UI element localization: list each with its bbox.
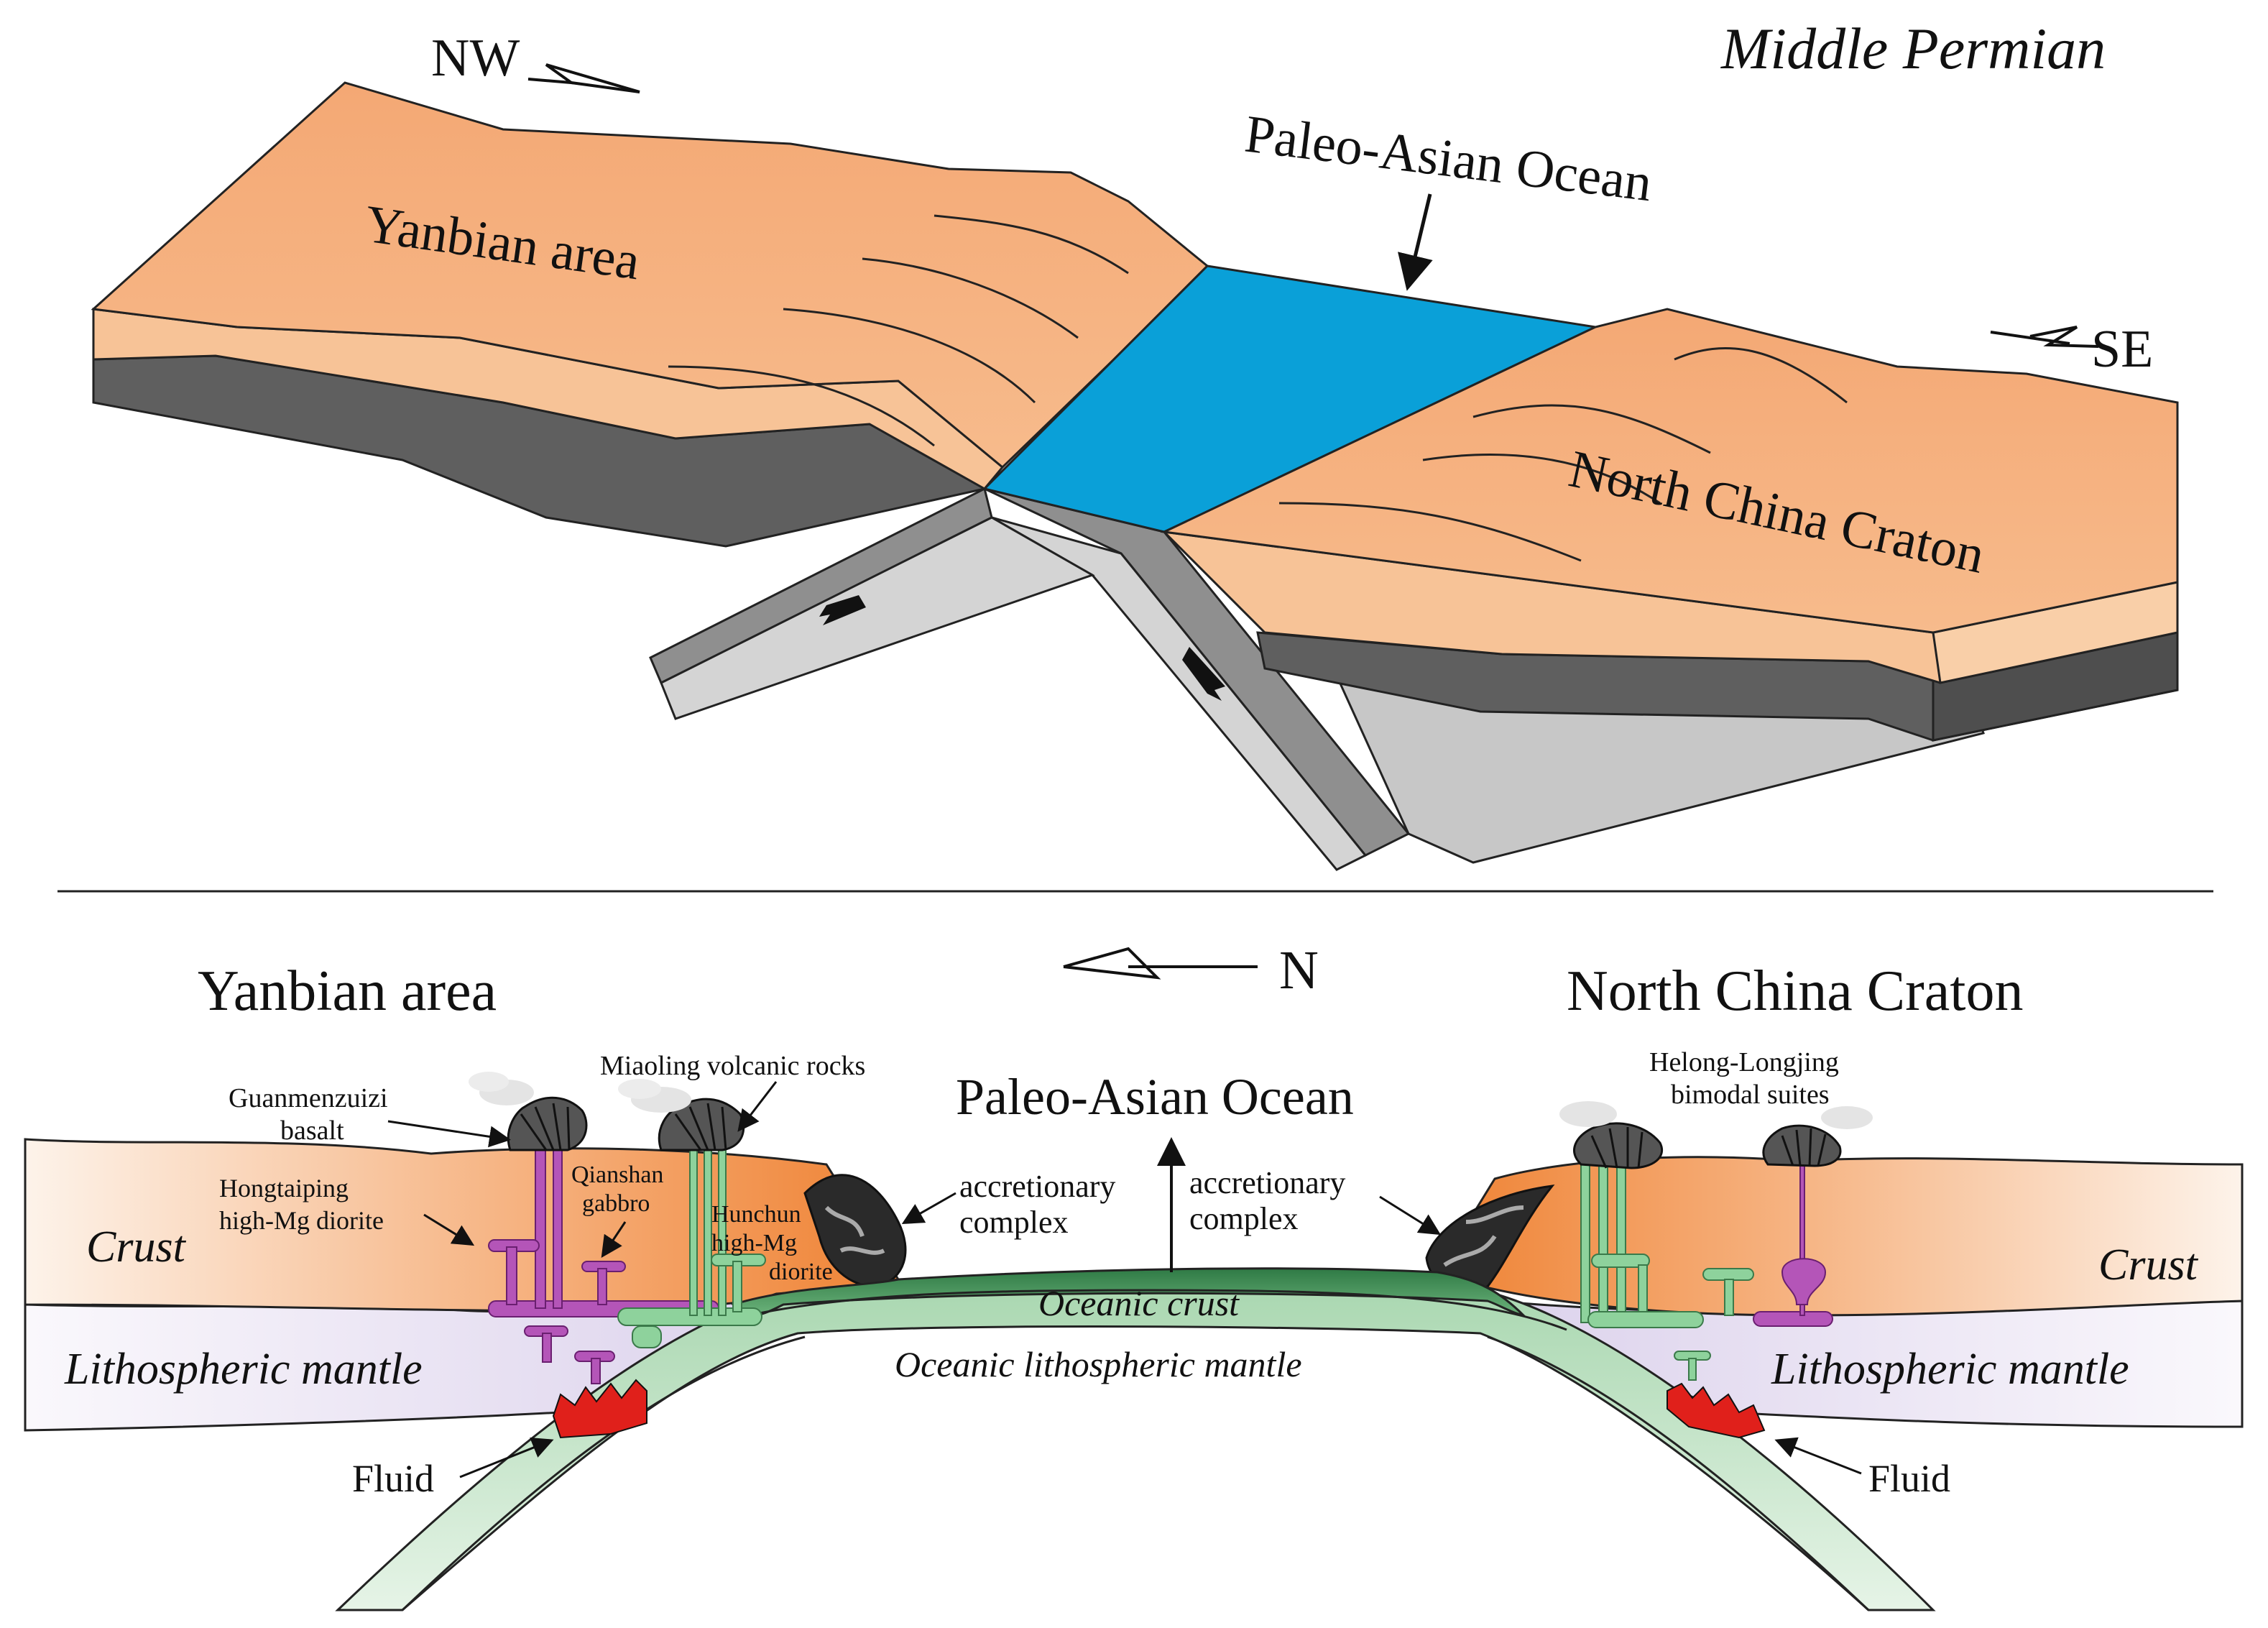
label-helong-1: Helong-Longjing — [1649, 1047, 1839, 1077]
label-hongtaiping-1: Hongtaiping — [219, 1174, 349, 1202]
accretionary-complex-left — [803, 1174, 907, 1288]
label-accretionary-right-1: accretionary — [1189, 1165, 1345, 1200]
label-hunchun-3: diorite — [769, 1259, 833, 1285]
arrow-accretionary-right — [1379, 1195, 1442, 1236]
volcano-miaoling — [618, 1079, 745, 1151]
arrow-hongtaiping — [423, 1213, 475, 1246]
label-accretionary-left-1: accretionary — [959, 1169, 1115, 1204]
label-mantle-right: Lithospheric mantle — [1771, 1345, 2129, 1394]
bottom-yanbian-title: Yanbian area — [198, 960, 497, 1023]
arrow-fluid-left — [459, 1437, 554, 1478]
slab-right-light — [991, 516, 1368, 871]
arrow-accretionary-left — [901, 1192, 956, 1224]
arrow-fluid-right — [1774, 1437, 1862, 1475]
oceanic-layer-boundary — [718, 1289, 1567, 1331]
compass-se: SE — [1990, 320, 2153, 379]
slab-arrow-right — [1182, 647, 1225, 701]
label-crust-right: Crust — [2098, 1241, 2199, 1289]
label-guanmenzuizi-1: Guanmenzuizi — [229, 1083, 388, 1113]
right-crust — [1435, 1156, 2244, 1317]
label-hongtaiping-2: high-Mg diorite — [219, 1206, 384, 1235]
label-hunchun-2: high-Mg — [711, 1230, 797, 1256]
label-qianshan-2: gabbro — [582, 1190, 650, 1217]
slab-arrow-left — [819, 595, 866, 625]
left-contours — [668, 214, 1129, 447]
right-plate-top — [1160, 308, 2179, 634]
compass-se-label: SE — [2091, 320, 2153, 379]
label-mantle-left: Lithospheric mantle — [64, 1345, 423, 1394]
right-magenta-intrusions — [1753, 1149, 1833, 1327]
bottom-cross-section: N Yanbian area North China Craton Paleo-… — [24, 940, 2244, 1611]
ocean-surface — [982, 265, 1600, 533]
top-ocean-arrow — [1398, 193, 1433, 291]
accretionary-right-texture — [1443, 1205, 1524, 1267]
left-magenta-intrusions — [488, 1149, 719, 1384]
compass-nw-label: NW — [431, 29, 520, 88]
label-accretionary-right-2: complex — [1189, 1201, 1299, 1236]
label-oceanic-crust: Oceanic crust — [1038, 1283, 1240, 1323]
right-contours — [1278, 347, 1848, 562]
oceanic-crust — [731, 1267, 1527, 1317]
period-title: Middle Permian — [1720, 16, 2106, 81]
arrow-qianshan — [601, 1221, 627, 1258]
label-fluid-right: Fluid — [1868, 1457, 1950, 1500]
bottom-ncc-title: North China Craton — [1567, 960, 2023, 1023]
label-crust-left: Crust — [86, 1223, 187, 1271]
label-helong-2: bimodal suites — [1671, 1080, 1830, 1110]
top-block-diagram: NW SE Middle Permian Yanbian area Paleo-… — [91, 16, 2179, 871]
smoke-cloud-3 — [1559, 1101, 1617, 1127]
arrow-guanmenzuizi — [387, 1120, 511, 1148]
label-guanmenzuizi-2: basalt — [280, 1116, 344, 1146]
label-hunchun-1: Hunchun — [711, 1201, 801, 1228]
label-accretionary-left-2: complex — [959, 1205, 1069, 1240]
compass-nw: NW — [431, 29, 640, 93]
fluid-zone-left — [552, 1379, 647, 1439]
left-green-intrusions — [617, 1149, 766, 1348]
arrow-miaoling — [737, 1081, 778, 1132]
slab-left-light — [660, 516, 1095, 720]
compass-n: N — [1063, 940, 1319, 1001]
label-miaoling: Miaoling volcanic rocks — [600, 1051, 865, 1081]
compass-n-label: N — [1279, 940, 1319, 1001]
smoke-cloud-4 — [1821, 1106, 1873, 1129]
volcano-helong-1 — [1559, 1101, 1663, 1169]
volcano-helong-2 — [1762, 1106, 1873, 1167]
slab-right-inner-line — [1487, 1335, 1870, 1611]
label-qianshan-1: Qianshan — [571, 1162, 663, 1188]
label-fluid-left: Fluid — [352, 1457, 434, 1500]
slab-left-inner-line — [401, 1335, 806, 1611]
fluid-zone-right — [1667, 1382, 1766, 1439]
top-ocean-label: Paleo-Asian Ocean — [1242, 104, 1655, 213]
label-oceanic-mantle: Oceanic lithospheric mantle — [895, 1344, 1302, 1384]
volcano-guanmenzuizi — [469, 1072, 588, 1151]
accretionary-left-texture — [824, 1205, 885, 1255]
bottom-ocean-label: Paleo-Asian Ocean — [956, 1068, 1354, 1126]
right-green-intrusions — [1580, 1149, 1754, 1381]
